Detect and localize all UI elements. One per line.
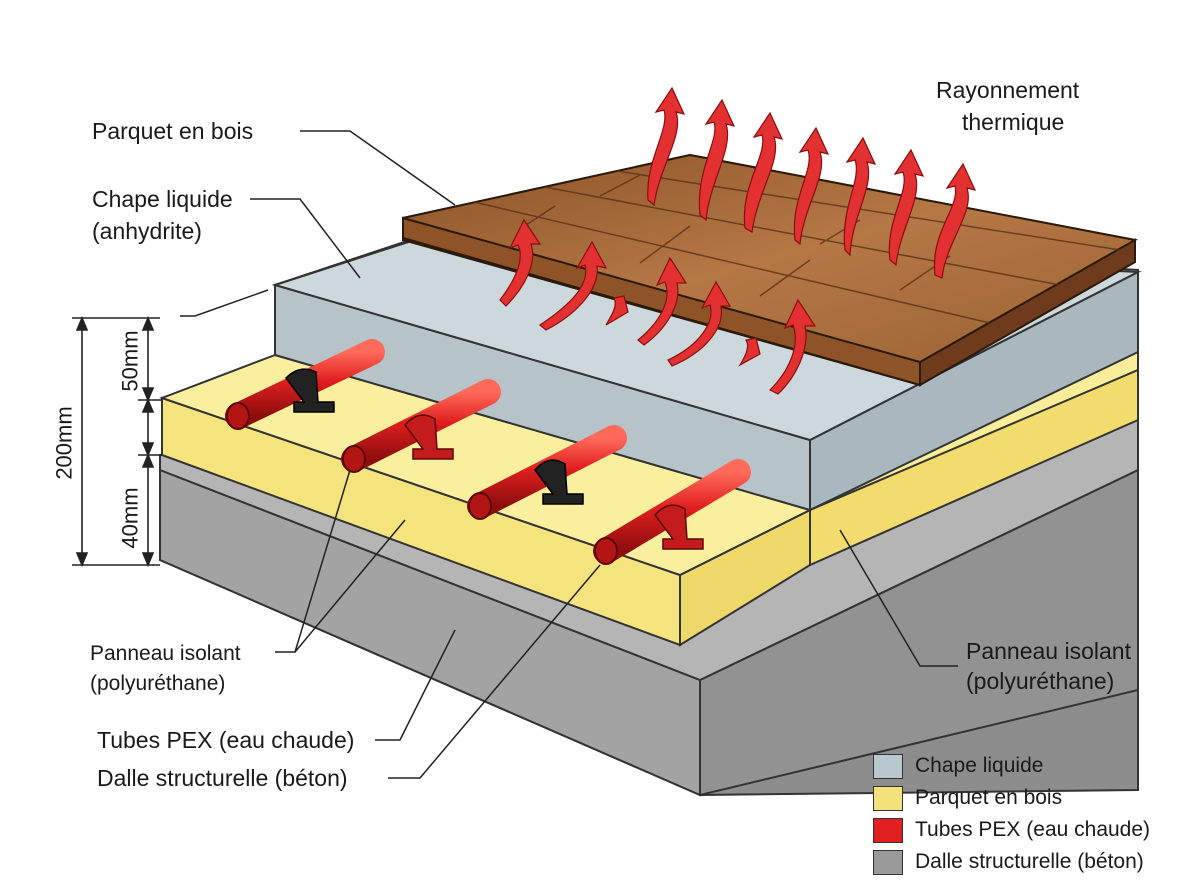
leader-dalle — [388, 564, 601, 779]
leader-panneau-right — [839, 529, 958, 667]
dimension-lines — [72, 315, 162, 568]
heat-arrows — [499, 86, 977, 395]
label-rayonnement-1: Rayonnement — [936, 77, 1080, 103]
label-tubes: Tubes PEX (eau chaude) — [97, 727, 355, 753]
dimension-total: 200mm — [51, 406, 77, 480]
heat-arrow — [933, 162, 977, 279]
legend-label: Parquet en bois — [915, 786, 1063, 809]
pipe-2 — [341, 379, 501, 473]
heat-arrow — [605, 295, 629, 326]
legend-item: Parquet en bois — [873, 782, 1150, 814]
leader-tubes — [375, 629, 456, 741]
heat-arrow — [768, 298, 817, 395]
heat-arrow — [793, 126, 830, 246]
label-parquet: Parquet en bois — [92, 118, 254, 144]
heat-arrow — [637, 256, 688, 346]
heat-arrow — [843, 136, 877, 257]
leader-chape-side — [180, 289, 269, 317]
label-panneau-left-2: (polyuréthane) — [90, 672, 226, 695]
pex-pipes — [225, 339, 751, 565]
heat-arrow — [499, 218, 542, 307]
legend-label: Dalle structurelle (béton) — [915, 850, 1144, 873]
legend-swatch-dalle — [873, 849, 903, 875]
leader-chape — [250, 198, 361, 279]
heat-arrow — [743, 111, 784, 233]
leader-parquet — [300, 130, 456, 206]
heat-arrow — [888, 148, 925, 267]
heat-arrow — [667, 280, 732, 367]
heat-arrow — [647, 86, 686, 207]
label-chape-1: Chape liquide — [92, 186, 233, 212]
label-panneau-right-2: (polyuréthane) — [966, 668, 1115, 694]
heat-arrow — [698, 98, 736, 222]
label-rayonnement-2: thermique — [962, 109, 1065, 135]
legend-label: Chape liquide — [915, 754, 1044, 777]
leader-panneau-left-2 — [294, 519, 406, 653]
label-chape-2: (anhydrite) — [92, 218, 202, 244]
dimension-isolant: 40mm — [117, 487, 143, 549]
legend-item: Tubes PEX (eau chaude) — [873, 814, 1150, 846]
pipe-4 — [593, 459, 751, 565]
legend-label: Tubes PEX (eau chaude) — [915, 818, 1151, 841]
heat-arrow — [738, 337, 761, 367]
legend: Chape liquide Parquet en bois Tubes PEX … — [873, 750, 1150, 878]
dimension-chape: 50mm — [117, 330, 143, 392]
label-dalle: Dalle structurelle (béton) — [97, 765, 348, 791]
label-panneau-left-1: Panneau isolant — [90, 642, 241, 665]
label-panneau-right-1: Panneau isolant — [966, 638, 1131, 664]
legend-swatch-tubes — [873, 817, 903, 843]
pipe-1 — [225, 339, 385, 430]
leader-lines — [180, 130, 958, 779]
legend-item: Chape liquide — [873, 750, 1150, 782]
legend-swatch-chape — [873, 753, 903, 779]
legend-item: Dalle structurelle (béton) — [873, 846, 1150, 878]
heat-arrow — [538, 240, 608, 331]
pipe-3 — [467, 425, 627, 520]
legend-swatch-parquet — [873, 785, 903, 811]
